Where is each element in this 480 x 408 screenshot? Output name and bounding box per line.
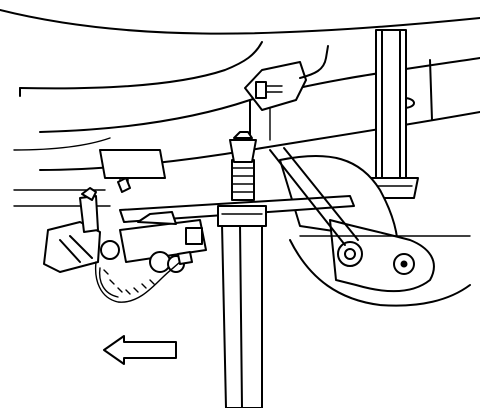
stand-screw-icon <box>231 159 255 201</box>
chain-hook-icon <box>177 251 193 265</box>
direction-arrow-icon <box>103 335 177 365</box>
floor-pan-outline <box>0 9 480 207</box>
floor-jack <box>43 187 207 273</box>
stand-saddle-icon <box>233 131 253 139</box>
jack-stand <box>217 131 267 408</box>
rail-pad <box>99 149 166 193</box>
safety-chain <box>94 251 193 303</box>
bolt-icon <box>255 81 267 99</box>
shock-absorber <box>363 29 419 199</box>
mount-bracket <box>244 45 329 111</box>
clip-icon <box>117 177 131 193</box>
pin-icon <box>81 187 97 201</box>
